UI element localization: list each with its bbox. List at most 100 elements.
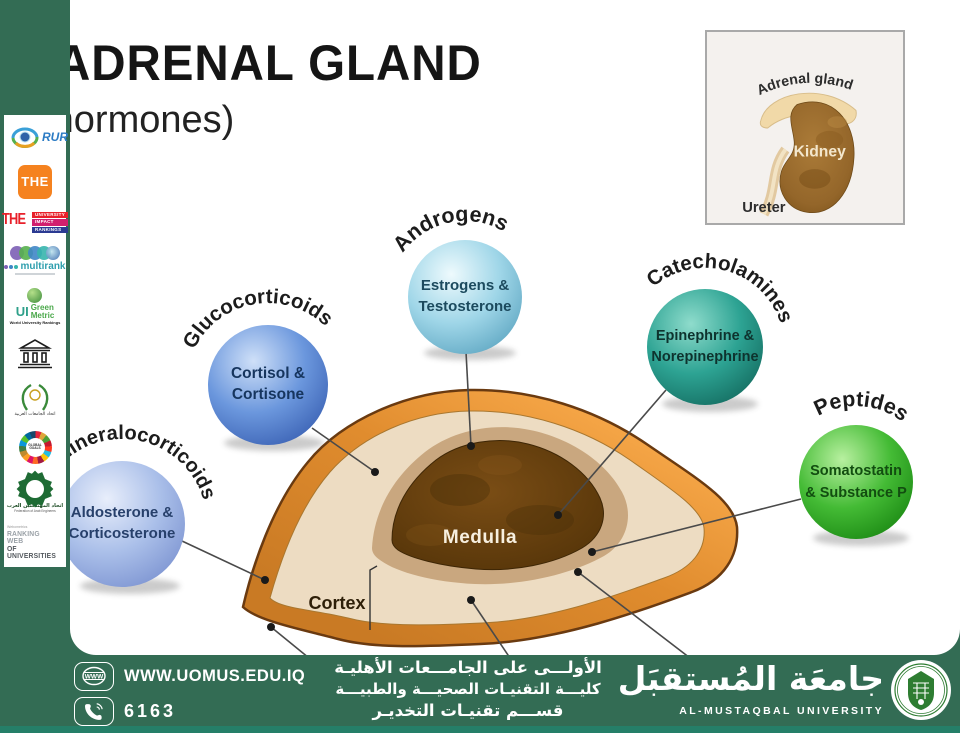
- webometrics-line2: OF UNIVERSITIES: [7, 543, 57, 561]
- bubble-content-line2: Norepinephrine: [651, 349, 758, 365]
- bubble-shadows: [80, 346, 909, 594]
- kidney-label: Kidney: [794, 143, 846, 160]
- cortex-bracket-line: [369, 565, 378, 630]
- leader-lines: [181, 351, 802, 655]
- kidney-blotch: [815, 130, 844, 149]
- greenmetric-sub-label: World University Rankings: [9, 319, 61, 325]
- bubble-content-line1: Cortisol &: [231, 365, 305, 382]
- bubble-label: Catecholamines: [638, 231, 809, 331]
- medulla-texture: [506, 505, 574, 535]
- footer-arabic-text: الأولـــى على الجامـــعات الأهليـة كليــ…: [308, 658, 628, 720]
- footer-contact: WWW WWW.UOMUS.EDU.IQ 6163: [74, 661, 305, 731]
- website-url: WWW.UOMUS.EDU.IQ: [124, 666, 306, 685]
- impact-bar-impact: IMPACT: [32, 219, 69, 226]
- kidney-shape: [779, 101, 855, 213]
- footer-arabic-line2: كليـــة التقنيـات الصحيـــة والطبيـــة: [335, 680, 601, 698]
- arab-engineers-core: [26, 480, 44, 499]
- svg-text:WWW: WWW: [85, 674, 104, 681]
- arab-engineers-federation-logo: اتحاد المهندسين العرب Federation of Arab…: [7, 470, 63, 514]
- bubble-content-line2: Corticosterone: [70, 525, 175, 542]
- page-subtitle: (hormones): [70, 99, 235, 141]
- times-higher-education-logo: THE: [18, 164, 52, 199]
- kidney-inset-drawing: Adrenal gland Kidney Ureter: [742, 71, 857, 217]
- impact-bar-university: UNIVERSITY: [32, 211, 69, 219]
- kidney-inset: Adrenal gland Kidney Ureter: [705, 30, 905, 225]
- gland-medulla: [391, 440, 604, 571]
- greenmetric-ui-label: UI: [15, 304, 29, 320]
- impact-bar-rankings: RANKINGS: [32, 226, 69, 234]
- university-name-english: AL-MUSTAQBAL UNIVERSITY: [679, 705, 884, 717]
- greenmetric-globe-icon: [27, 287, 43, 303]
- the-impact-rankings-logo: THE UNIVERSITY IMPACT RANKINGS: [2, 210, 69, 234]
- greenmetric-metric-label: Metric: [30, 310, 55, 320]
- footer-arabic-line1: الأولـــى على الجامـــعات الأهليـة: [334, 658, 602, 677]
- bubble-glucocorticoids: Cortisol & Cortisone Glucocorticoids: [171, 272, 340, 445]
- bubble-content-line1: Aldosterone &: [71, 504, 174, 521]
- bubble-content-line1: Estrogens &: [421, 277, 510, 294]
- bubble-label: Peptides: [809, 384, 915, 427]
- ureter-highlight: [762, 148, 788, 216]
- bubble-label: Mineralocorticoids: [70, 404, 232, 507]
- webometrics-line1: RANKING WEB: [7, 528, 40, 546]
- university-emblem-icon: [891, 660, 951, 720]
- medulla-texture: [478, 455, 522, 475]
- sdg-goals-logo: GLOBAL GOALS: [18, 430, 52, 464]
- bubble-androgens: Estrogens & Testosterone Androgens: [383, 191, 522, 354]
- university-name-arabic: جامعَة المُستقبَل: [617, 659, 884, 698]
- rur-swirl-icon: [11, 127, 39, 148]
- classical-building-icon: [17, 339, 53, 369]
- university-building-logo: [17, 337, 53, 369]
- leader-dots: [261, 442, 596, 631]
- arab-universities-union-logo: اتحاد الجامعات العربية: [14, 382, 56, 418]
- ui-greenmetric-logo: UI Green Metric World University Ranking…: [9, 287, 61, 325]
- gland-capsule: [241, 388, 739, 648]
- gland-zona: [372, 427, 628, 585]
- bubble-content-line1: Somatostatin: [810, 463, 902, 479]
- bubble-content-line1: Epinephrine &: [656, 328, 755, 344]
- u-multirank-logo: multirank: [4, 245, 66, 275]
- rur-ranking-logo: RUR: [10, 122, 90, 152]
- impact-the-label: THE: [2, 210, 26, 228]
- phone-icon: [74, 696, 114, 726]
- multirank-label: multirank: [20, 260, 66, 272]
- slide: ADRENAL GLAND (hormones) Adrenal gland K…: [70, 0, 960, 655]
- bubble-peptides: Somatostatin & Substance P Peptides: [799, 384, 914, 539]
- arab-engineers-emblem-icon: [16, 470, 54, 508]
- laurel-wreath-icon: [21, 384, 49, 411]
- medulla-label: Medulla: [443, 527, 517, 548]
- kidney-blotch: [827, 116, 848, 128]
- gland-cross-section: [241, 388, 739, 648]
- bubble-content-line2: Testosterone: [418, 298, 511, 315]
- bubble-catecholamines: Epinephrine & Norepinephrine Catecholami…: [638, 231, 810, 405]
- rankings-logo-sidebar: RUR THE THE UNIVERSITY IMPACT RANKINGS m…: [2, 115, 69, 567]
- bubble-mineralocorticoids: Aldosterone & Corticosterone Mineralocor…: [70, 404, 232, 587]
- university-branding: جامعَة المُستقبَل AL-MUSTAQBAL UNIVERSIT…: [618, 655, 884, 717]
- bubble-content-line2: Cortisone: [232, 386, 305, 403]
- medulla-texture: [430, 474, 490, 506]
- ureter-label: Ureter: [742, 200, 786, 216]
- kidney-blotch: [799, 169, 831, 189]
- university-emblem: [890, 659, 952, 721]
- multirank-subline: [14, 272, 55, 275]
- bubble-content-line2: & Substance P: [805, 485, 907, 501]
- footer-arabic-line3: قســـم تقنيـات التخديـر: [372, 701, 564, 720]
- gland-cortex: [269, 410, 705, 626]
- arab-engineers-english-label: Federation of Arab Engineers: [14, 509, 56, 514]
- sdg-core-label: GLOBAL GOALS: [25, 437, 45, 457]
- the-label: THE: [18, 164, 52, 199]
- website-globe-icon: WWW: [74, 661, 114, 691]
- greenmetric-green-label: Green: [30, 302, 54, 312]
- footer: WWW WWW.UOMUS.EDU.IQ 6163 الأولـــى على …: [0, 655, 960, 733]
- page-title: ADRENAL GLAND: [70, 35, 482, 91]
- medulla-texture: [406, 524, 454, 546]
- bubble-label: Glucocorticoids: [171, 272, 340, 355]
- aaru-arabic-label: اتحاد الجامعات العربية: [14, 412, 56, 418]
- webometrics-logo: Webometrics RANKING WEB OF UNIVERSITIES: [7, 526, 63, 560]
- footer-bottom-strip: [0, 726, 960, 733]
- bubble-label: Androgens: [383, 191, 516, 259]
- webometrics-tiny-label: Webometrics: [7, 525, 28, 530]
- sdg-ring-icon: GLOBAL GOALS: [18, 430, 52, 464]
- rur-label: RUR: [42, 130, 68, 144]
- phone-number: 6163: [124, 700, 177, 721]
